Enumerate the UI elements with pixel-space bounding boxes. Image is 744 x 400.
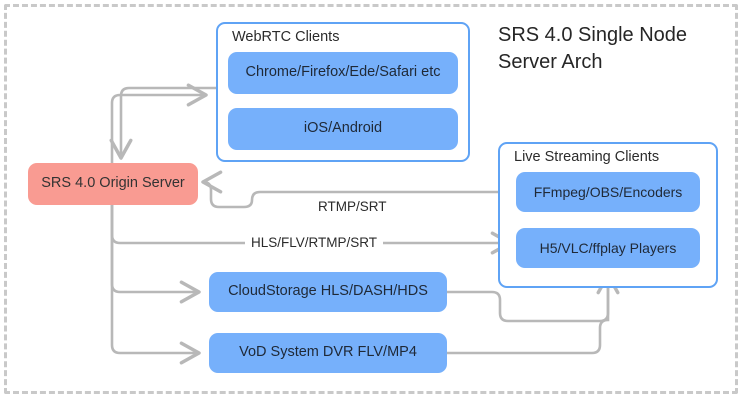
edge-label-rtmp-srt: RTMP/SRT bbox=[312, 199, 393, 214]
node-players[interactable]: H5/VLC/ffplay Players bbox=[516, 228, 700, 268]
node-browsers-label: Chrome/Firefox/Ede/Safari etc bbox=[245, 64, 441, 81]
node-origin-server[interactable]: SRS 4.0 Origin Server bbox=[28, 163, 198, 205]
node-encoders-label: FFmpeg/OBS/Encoders bbox=[533, 183, 683, 200]
node-players-label: H5/VLC/ffplay Players bbox=[539, 239, 677, 256]
edge-origin-to-vod bbox=[110, 203, 201, 365]
diagram-outer-frame bbox=[4, 4, 738, 394]
edge-cloudstorage-to-players bbox=[445, 273, 620, 323]
node-mobile-label: iOS/Android bbox=[303, 120, 383, 137]
node-mobile[interactable]: iOS/Android bbox=[228, 108, 458, 150]
edge-origin-to-webrtc bbox=[110, 83, 208, 168]
node-vod-system-label: VoD System DVR FLV/MP4 bbox=[239, 344, 417, 361]
node-browsers[interactable]: Chrome/Firefox/Ede/Safari etc bbox=[228, 52, 458, 94]
edge-label-hls-flv-rtmp-srt: HLS/FLV/RTMP/SRT bbox=[245, 235, 384, 250]
node-vod-system[interactable]: VoD System DVR FLV/MP4 bbox=[209, 333, 447, 373]
edge-encoders-to-origin bbox=[201, 170, 518, 209]
page-title: SRS 4.0 Single Node Server Arch bbox=[498, 24, 688, 73]
group-live-streaming-clients-title: Live Streaming Clients bbox=[514, 149, 660, 165]
node-encoders[interactable]: FFmpeg/OBS/Encoders bbox=[516, 172, 700, 212]
node-cloud-storage-label: CloudStorage HLS/DASH/HDS bbox=[228, 283, 428, 300]
edge-origin-to-cloudstorage bbox=[110, 203, 201, 304]
node-origin-server-label: SRS 4.0 Origin Server bbox=[41, 175, 185, 192]
group-webrtc-clients-title: WebRTC Clients bbox=[232, 29, 340, 45]
edge-vod-to-players bbox=[445, 273, 610, 355]
edge-webrtc-to-origin bbox=[109, 86, 218, 160]
node-cloud-storage[interactable]: CloudStorage HLS/DASH/HDS bbox=[209, 272, 447, 312]
